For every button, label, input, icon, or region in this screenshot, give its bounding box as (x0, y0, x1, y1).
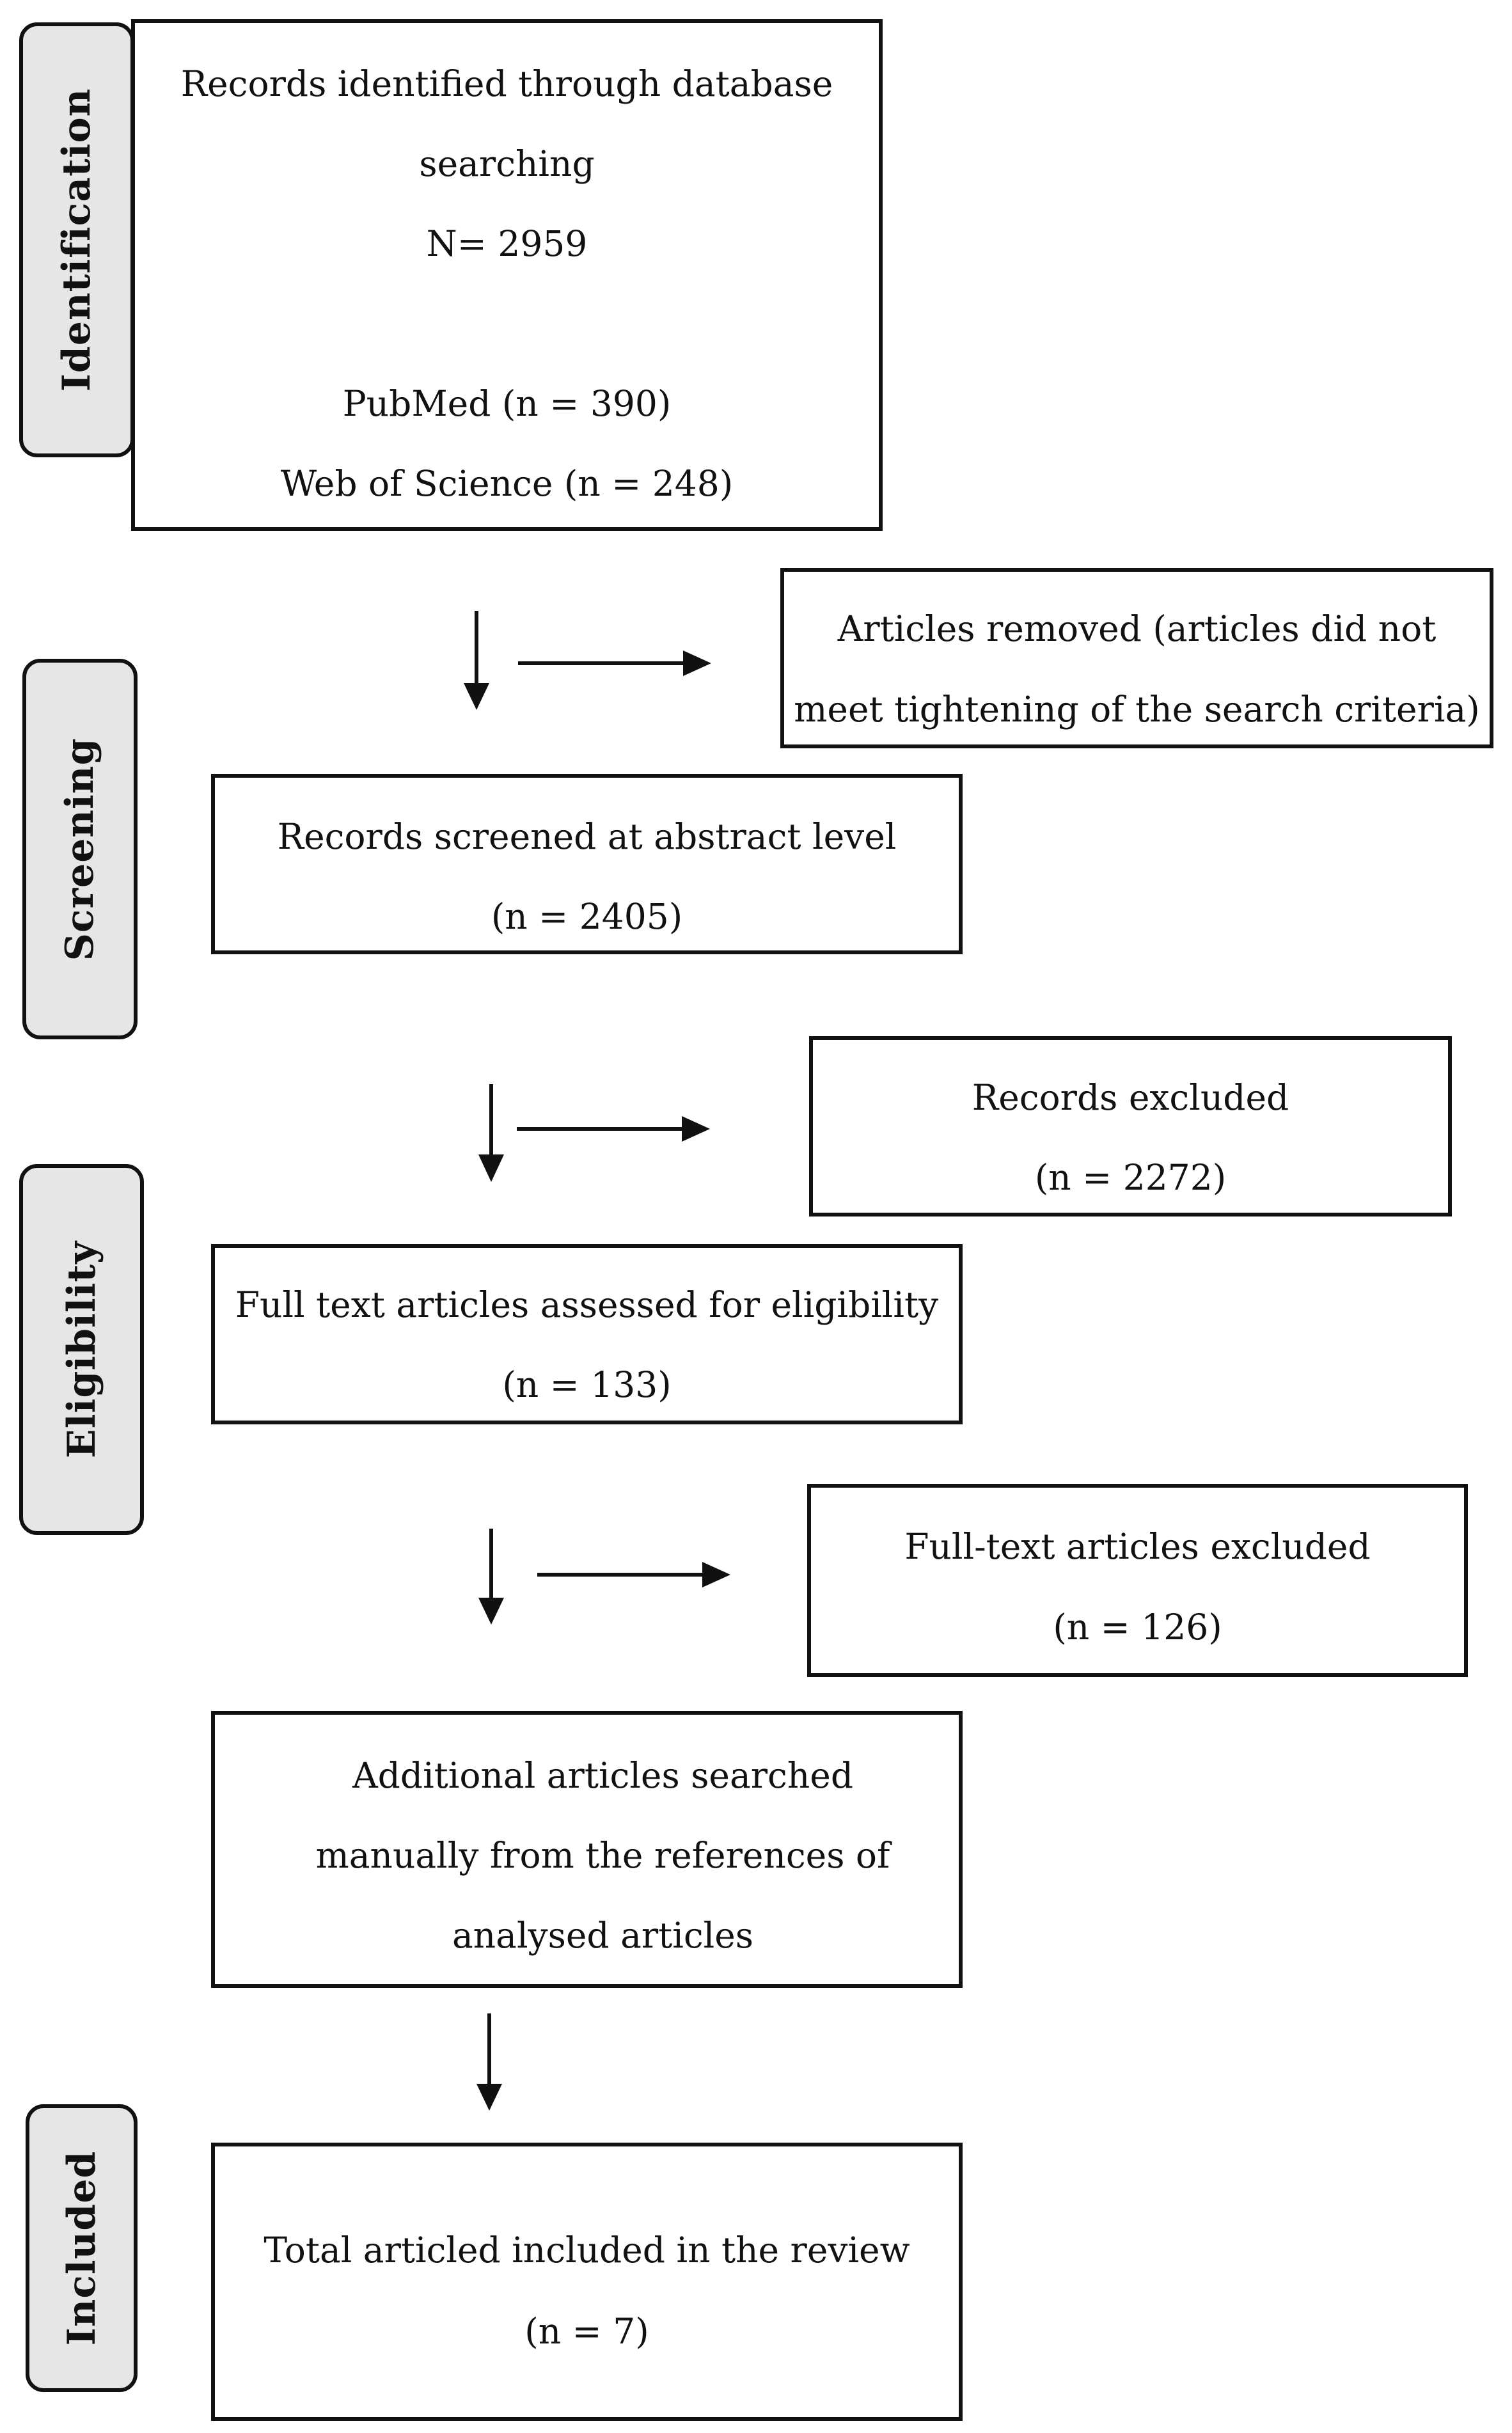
phase-included: Included (26, 2104, 138, 2392)
full-text-assessed-count: (n = 133) (502, 1364, 672, 1405)
full-text-excluded-count: (n = 126) (1053, 1607, 1222, 1648)
records-screened-count: (n = 2405) (491, 896, 683, 937)
down-arrow-3-head (478, 1598, 504, 1625)
records-identified-line2: searching (419, 143, 595, 184)
total-included-line1: Total articled included in the review (264, 2230, 910, 2271)
records-screened-box: Records screened at abstract level (n = … (211, 774, 963, 954)
records-screened-line1: Records screened at abstract level (277, 816, 897, 857)
records-identified-pubmed: PubMed (n = 390) (342, 383, 672, 424)
right-arrow-3-head (702, 1562, 730, 1587)
records-identified-wos: Web of Science (n = 248) (280, 463, 734, 504)
records-identified-total: N= 2959 (426, 223, 588, 264)
down-arrow-4-head (476, 2084, 502, 2111)
articles-removed-line1: Articles removed (articles did not (837, 608, 1437, 649)
articles-removed-box: Articles removed (articles did not meet … (780, 568, 1493, 748)
full-text-excluded-line1: Full-text articles excluded (904, 1526, 1371, 1567)
records-excluded-count: (n = 2272) (1034, 1157, 1227, 1198)
additional-articles-box: Additional articles searched manually fr… (211, 1711, 963, 1988)
total-included-count: (n = 7) (524, 2311, 649, 2352)
down-arrow-1-head (464, 683, 489, 710)
records-excluded-line1: Records excluded (972, 1077, 1289, 1118)
right-arrow-1-head (683, 650, 711, 676)
articles-removed-line2: meet tightening of the search criteria) (794, 689, 1480, 730)
additional-articles-line3: analysed articles (452, 1915, 754, 1956)
additional-articles-line2: manually from the references of (315, 1835, 890, 1876)
full-text-assessed-box: Full text articles assessed for eligibil… (211, 1244, 963, 1424)
records-identified-box: Records identified through database sear… (131, 19, 883, 531)
phase-identification: Identification (19, 22, 134, 457)
phase-eligibility: Eligibility (19, 1164, 144, 1535)
records-excluded-box: Records excluded (n = 2272) (809, 1036, 1452, 1216)
right-arrow-2-head (682, 1116, 710, 1142)
total-included-box: Total articled included in the review (n… (211, 2143, 963, 2421)
phase-screening: Screening (22, 659, 138, 1039)
full-text-excluded-box: Full-text articles excluded (n = 126) (807, 1484, 1468, 1677)
records-identified-line1: Records identified through database (180, 63, 833, 104)
down-arrow-2-head (478, 1154, 504, 1182)
additional-articles-line1: Additional articles searched (352, 1755, 854, 1796)
full-text-assessed-line1: Full text articles assessed for eligibil… (235, 1284, 939, 1325)
